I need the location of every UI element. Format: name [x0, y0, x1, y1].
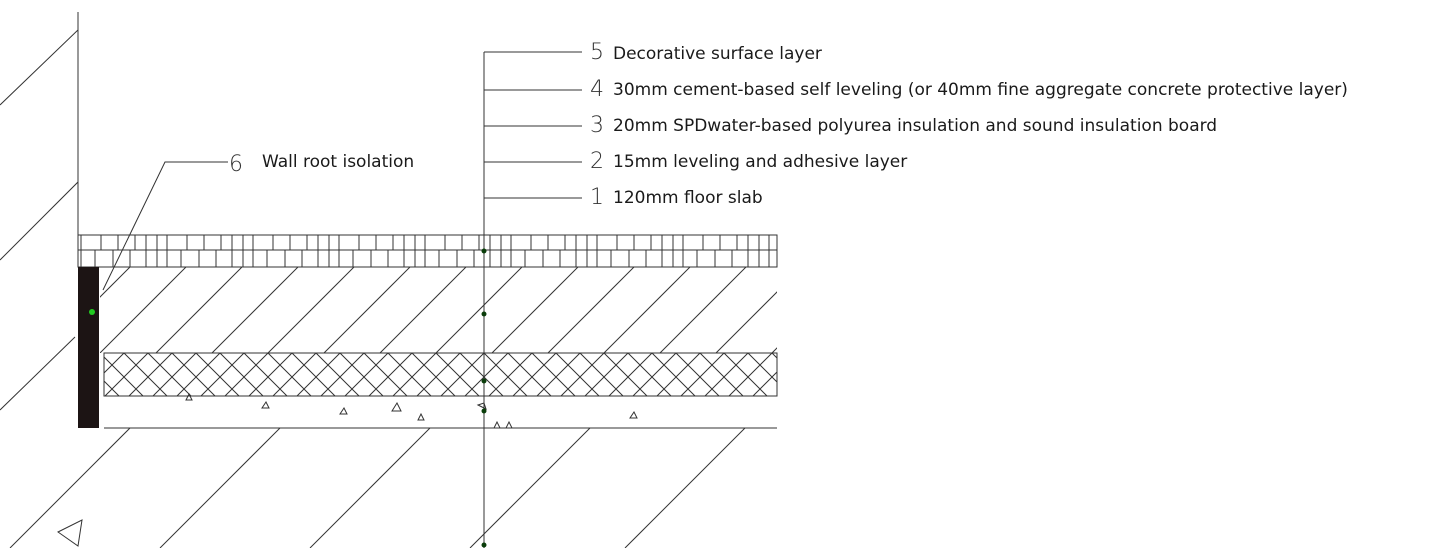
layer-label-1: 120mm floor slab — [613, 188, 763, 208]
self-leveling-layer — [100, 267, 777, 353]
wall-root-isolation-strip — [78, 267, 99, 428]
layer-label-5: Decorative surface layer — [613, 44, 822, 64]
aggregate-triangle — [57, 519, 83, 547]
isolation-marker-dot — [89, 309, 95, 315]
wall-hatch — [0, 29, 78, 411]
layer-number-1: 1 — [590, 185, 604, 210]
wall-note-label: Wall root isolation — [262, 152, 415, 172]
wall-note-leader — [102, 161, 228, 291]
layer-label-4: 30mm cement-based self leveling (or 40mm… — [613, 80, 1348, 100]
layer-leader — [483, 51, 582, 548]
decorative-surface-layer — [77, 234, 778, 268]
layer-number-2: 2 — [590, 149, 604, 174]
layer-label-2: 15mm leveling and adhesive layer — [613, 152, 908, 172]
insulation-board-layer — [103, 352, 778, 397]
leveling-adhesive-layer — [185, 392, 638, 429]
wall-note-number: 6 — [229, 152, 243, 177]
layer-number-5: 5 — [590, 40, 604, 65]
leader-dots — [481, 248, 487, 548]
layer-number-4: 4 — [590, 77, 604, 102]
floor-slab-hatch — [9, 428, 746, 548]
layer-label-3: 20mm SPDwater-based polyurea insulation … — [613, 116, 1218, 136]
layer-number-3: 3 — [590, 113, 604, 138]
